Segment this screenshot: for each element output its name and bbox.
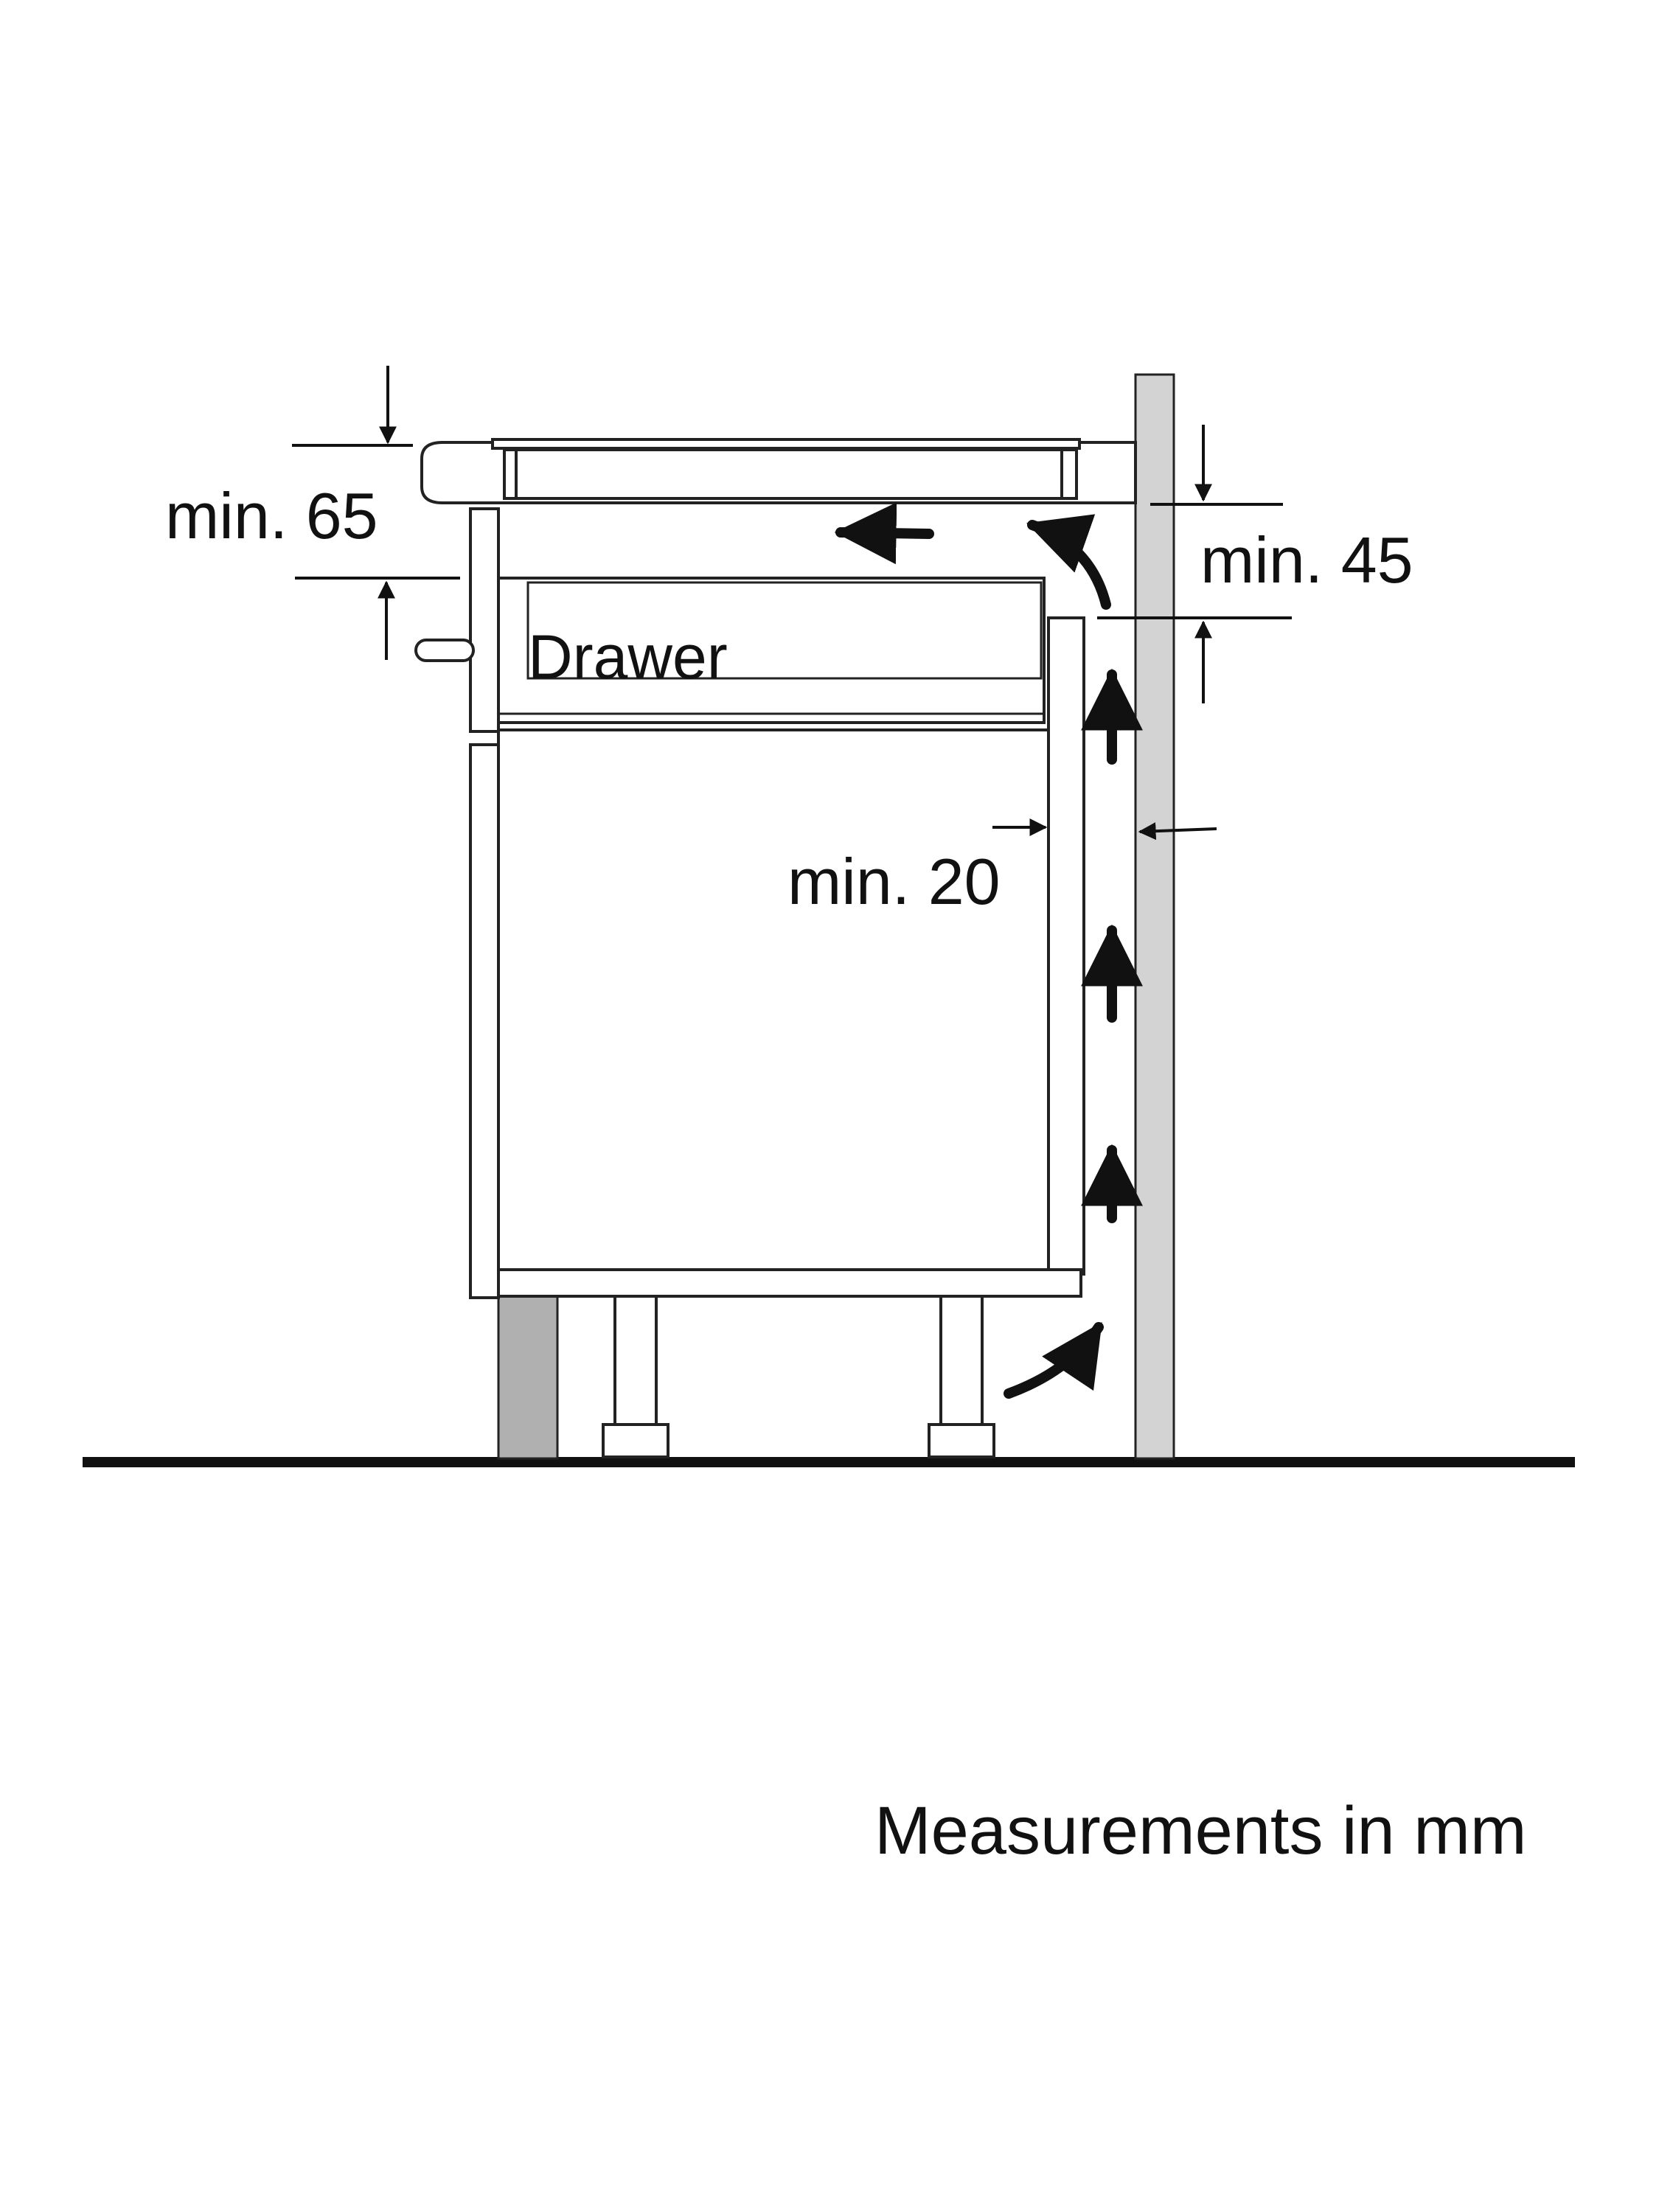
dimension-min-65 <box>292 366 460 660</box>
floor-line <box>83 1457 1575 1467</box>
label-min-20: min. 20 <box>787 845 1001 918</box>
cabinet <box>469 616 1085 1299</box>
drawer-label: Drawer <box>528 622 728 692</box>
dimension-min-20 <box>992 818 1217 841</box>
dimension-min-45 <box>1097 425 1292 703</box>
label-min-65: min. 65 <box>165 479 378 552</box>
plinth-panel <box>497 1295 559 1460</box>
drawer <box>497 577 1046 724</box>
rear-wall <box>1134 373 1175 1460</box>
airflow-arrows <box>834 502 1143 1399</box>
hob <box>420 438 1137 504</box>
drawer-handle <box>414 639 475 662</box>
cabinet-front-upper <box>469 507 500 733</box>
cabinet-legs <box>602 1295 995 1458</box>
units-note: Measurements in mm <box>874 1793 1526 1868</box>
label-min-45: min. 45 <box>1200 524 1413 597</box>
